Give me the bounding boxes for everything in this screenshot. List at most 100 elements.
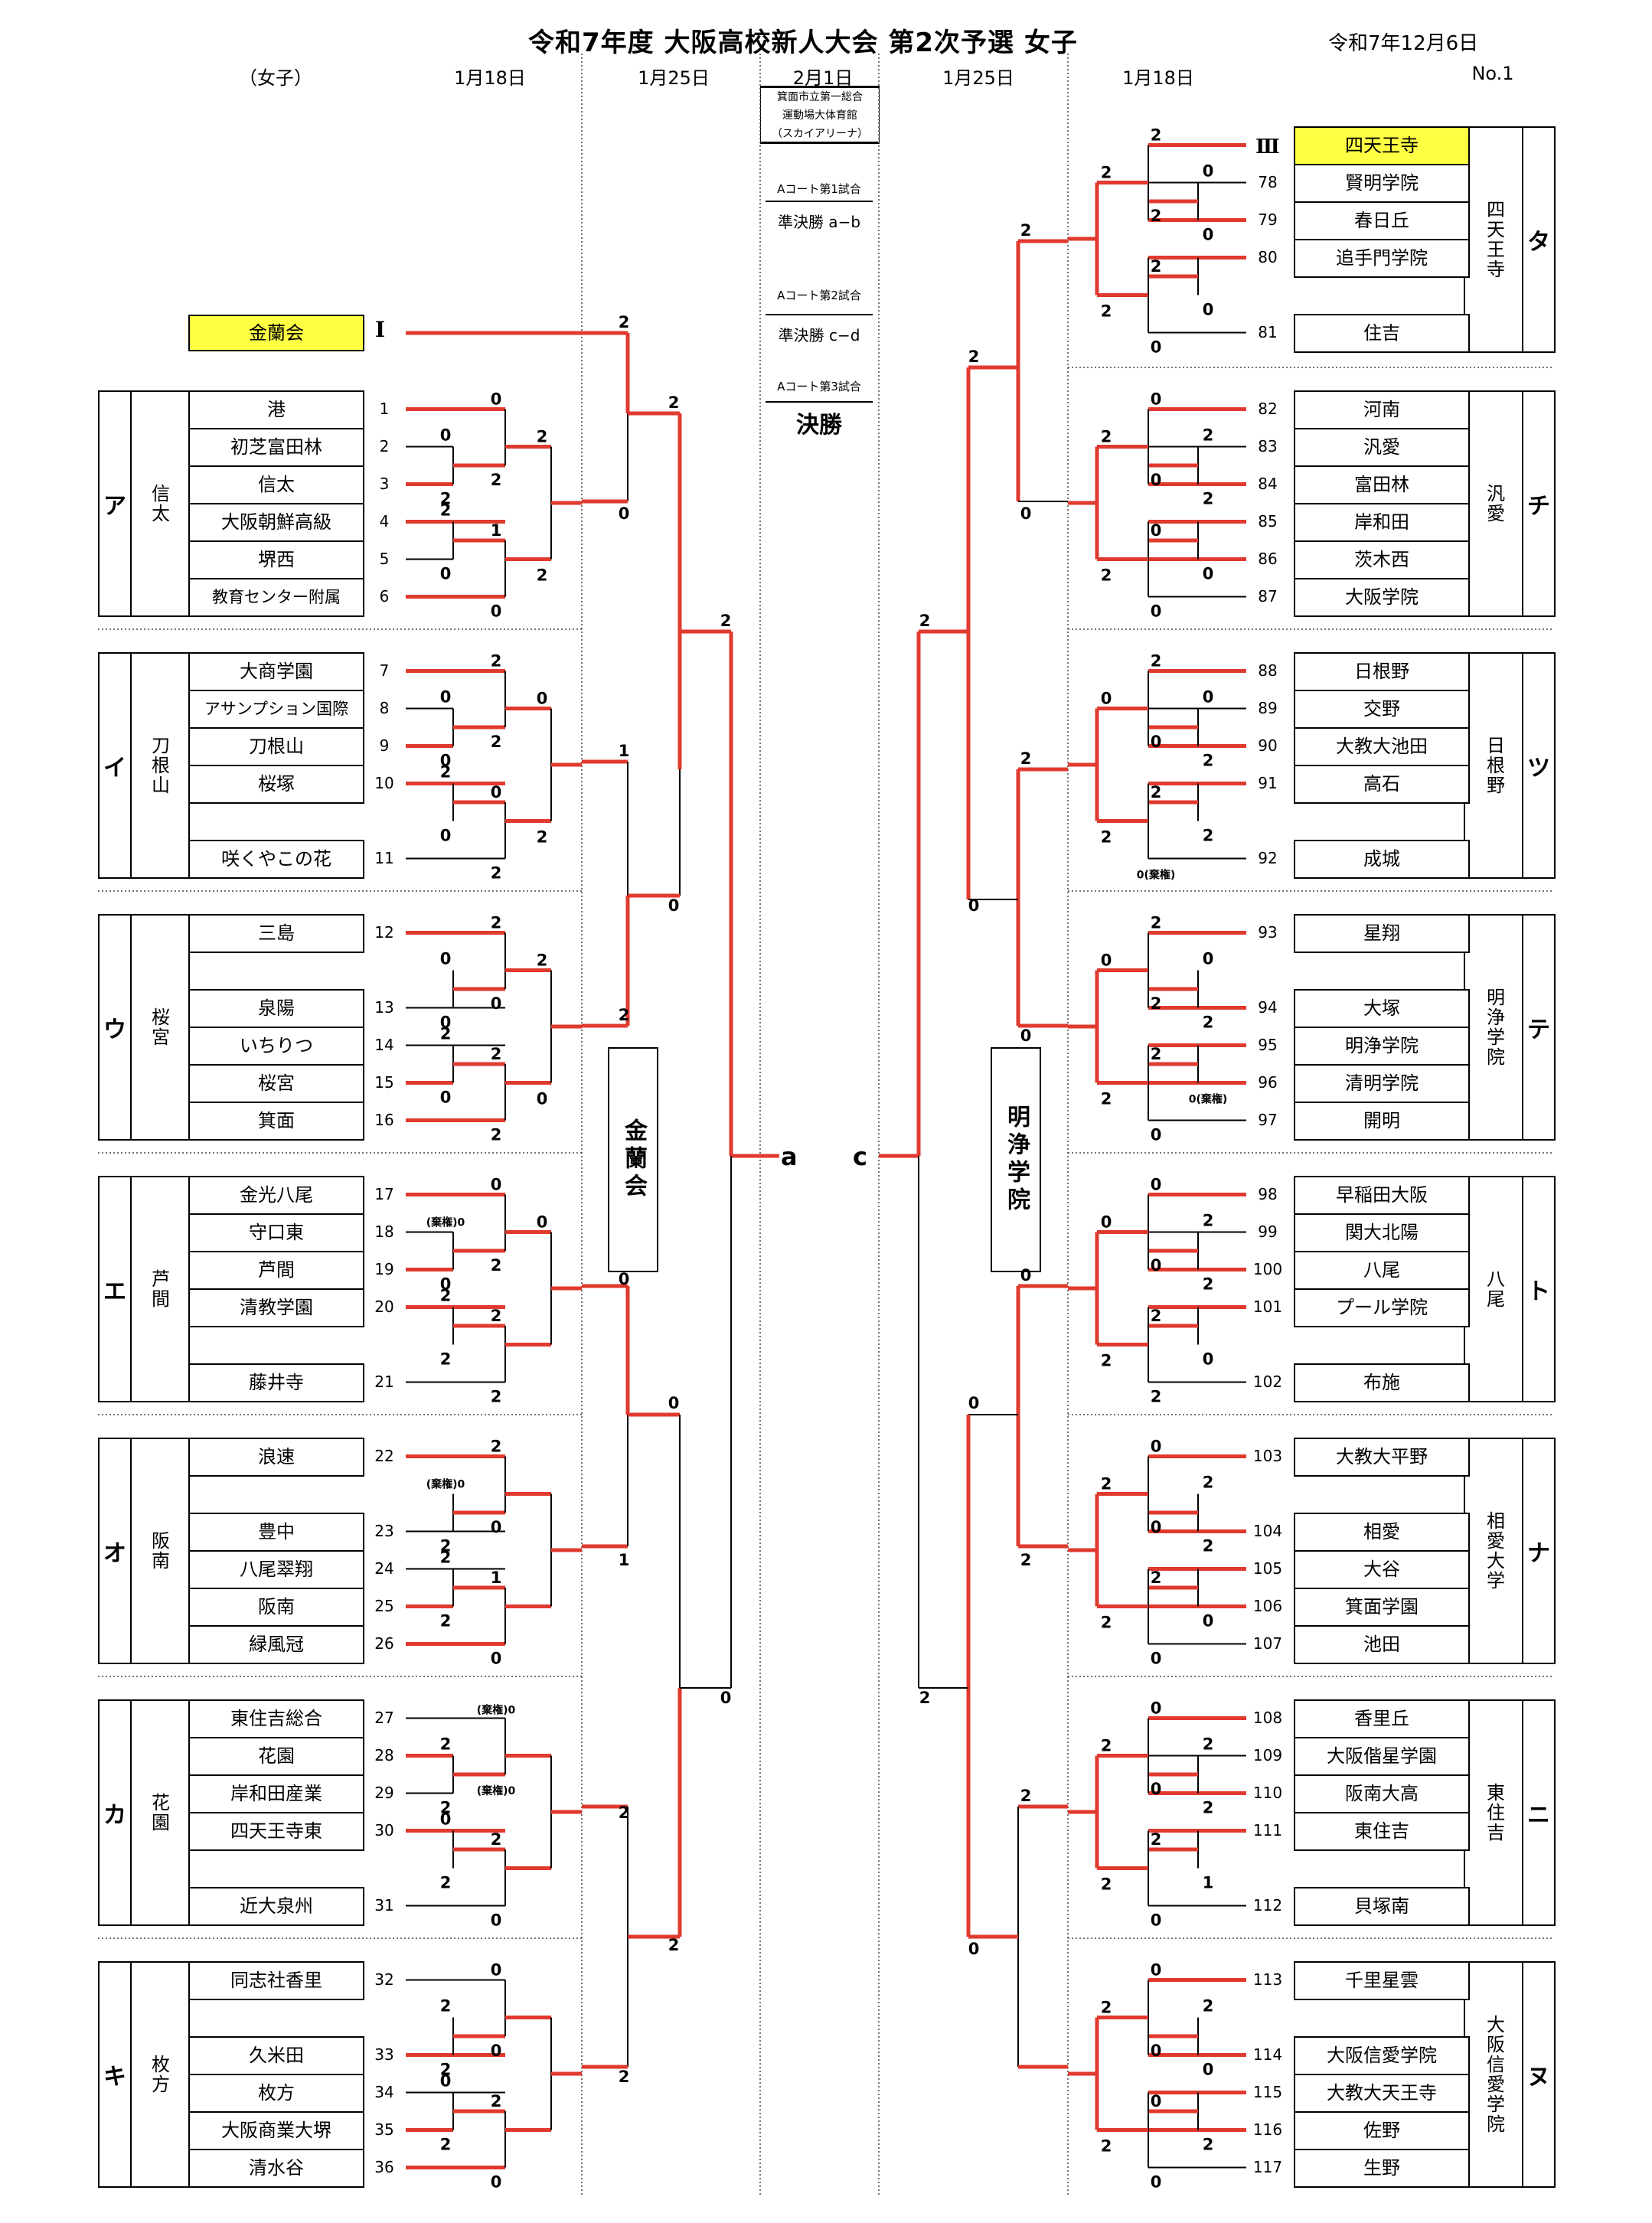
team-row: 貝塚南 <box>1294 1887 1470 1926</box>
team-row: 大商学園 <box>188 652 364 691</box>
score-label: 2 <box>1101 1090 1112 1108</box>
draw-number: 78 <box>1258 173 1278 191</box>
draw-number: 4 <box>379 512 390 530</box>
score-label: 0 <box>491 1518 502 1536</box>
right-qualified-team: 明浄学院 <box>991 1047 1041 1272</box>
draw-number: 88 <box>1258 661 1278 680</box>
draw-number: 11 <box>374 849 394 867</box>
draw-number: 104 <box>1252 1522 1283 1540</box>
team-row: 大阪信愛学院 <box>1294 2036 1470 2075</box>
block-letter: イ <box>98 652 132 879</box>
score-label: 0 <box>1151 390 1162 409</box>
score-label: 2 <box>1203 490 1214 508</box>
score-label: 0 <box>491 390 502 409</box>
draw-number: 16 <box>374 1111 394 1129</box>
score-label: 2 <box>1151 914 1162 932</box>
team-row: 阪南 <box>188 1588 364 1627</box>
team-row: 相愛 <box>1294 1513 1470 1552</box>
team-row: 阪南大高 <box>1294 1774 1470 1813</box>
score-label: 2 <box>537 428 548 446</box>
score-label: 2 <box>440 1874 452 1892</box>
block-letter: キ <box>98 1961 132 2188</box>
page-number: No.1 <box>1471 63 1514 84</box>
score-label: 2 <box>491 914 502 932</box>
block-letter: ウ <box>98 914 132 1141</box>
score-label: 0 <box>1151 1256 1162 1275</box>
score-label: 2 <box>1020 1787 1032 1805</box>
score-label: 2 <box>1151 1388 1162 1406</box>
team-row: 泉陽 <box>188 989 364 1028</box>
team-row: 八尾 <box>1294 1251 1470 1290</box>
draw-number: 85 <box>1258 512 1278 530</box>
team-row: 大阪朝鮮高級 <box>188 503 364 542</box>
score-label: 0 <box>491 2173 502 2192</box>
score-label: 2 <box>1151 783 1162 801</box>
team-row: 河南 <box>1294 390 1470 429</box>
score-label: 0 <box>491 2042 502 2060</box>
team-row: 浪速 <box>188 1438 364 1477</box>
team-row: 汎愛 <box>1294 428 1470 467</box>
team-row: 交野 <box>1294 690 1470 729</box>
team-row: 守口東 <box>188 1213 364 1252</box>
score-label: 2 <box>1203 1799 1214 1817</box>
score-label: 2 <box>1101 566 1112 585</box>
score-label: 2 <box>1151 1830 1162 1849</box>
score-label: 2 <box>1151 207 1162 225</box>
score-label: 0 <box>440 565 452 583</box>
score-label: 2 <box>1203 1014 1214 1032</box>
draw-number: 30 <box>374 1821 394 1839</box>
team-row: 大谷 <box>1294 1550 1470 1589</box>
block-letter: オ <box>98 1438 132 1664</box>
score-label: 2 <box>919 1689 931 1707</box>
score-label: 2 <box>491 1830 502 1849</box>
score-label: 2 <box>440 1549 452 1567</box>
score-label: 2 <box>1101 1875 1112 1894</box>
draw-number: 20 <box>374 1298 394 1316</box>
score-label: 0 <box>537 1213 548 1232</box>
score-label: 0 <box>1020 1027 1032 1045</box>
score-label: 2 <box>440 1799 452 1817</box>
draw-number: 90 <box>1258 736 1278 755</box>
draw-number: 87 <box>1258 587 1278 606</box>
draw-number: 83 <box>1258 437 1278 455</box>
team-row: 豊中 <box>188 1513 364 1552</box>
team-row: 信太 <box>188 465 364 504</box>
team-row: プール学院 <box>1294 1288 1470 1327</box>
score-label: 0 <box>491 1961 502 1980</box>
score-label: 2 <box>1101 428 1112 446</box>
block-letter: タ <box>1522 126 1556 353</box>
draw-number: 14 <box>374 1036 394 1054</box>
score-label: 0 <box>1151 338 1162 357</box>
team-row: 開明 <box>1294 1102 1470 1141</box>
draw-number: 3 <box>379 475 390 493</box>
team-row: 八尾翠翔 <box>188 1550 364 1589</box>
team-row: 清明学院 <box>1294 1064 1470 1103</box>
score-label: 2 <box>1101 1737 1112 1755</box>
score-label: 0 <box>1203 950 1214 968</box>
score-label: 0 <box>1151 733 1162 751</box>
draw-number: 2 <box>379 437 390 455</box>
match-court-2: Aコート第2試合 <box>777 289 861 302</box>
draw-number: Ⅲ <box>1255 135 1280 158</box>
score-label: (棄権)0 <box>477 1704 516 1717</box>
score-label: 2 <box>1020 221 1032 240</box>
score-label: 0 <box>537 1090 548 1108</box>
score-label: 0 <box>1151 1699 1162 1718</box>
draw-number: 114 <box>1252 2045 1283 2064</box>
draw-number: 89 <box>1258 699 1278 717</box>
team-row: 高石 <box>1294 765 1470 804</box>
score-label: 2 <box>619 1006 630 1024</box>
score-label: 0 <box>1151 2042 1162 2060</box>
score-label: 2 <box>440 1287 452 1305</box>
score-label: 2 <box>1020 1551 1032 1569</box>
draw-number: 115 <box>1252 2083 1283 2101</box>
draw-number: 91 <box>1258 774 1278 792</box>
draw-number: 29 <box>374 1784 394 1802</box>
team-row: 茨木西 <box>1294 540 1470 579</box>
score-label: 2 <box>1151 1307 1162 1325</box>
team-row: 大教大平野 <box>1294 1438 1470 1477</box>
draw-number: 101 <box>1252 1298 1283 1316</box>
score-label: 0 <box>440 2072 452 2091</box>
draw-number: 99 <box>1258 1222 1278 1241</box>
